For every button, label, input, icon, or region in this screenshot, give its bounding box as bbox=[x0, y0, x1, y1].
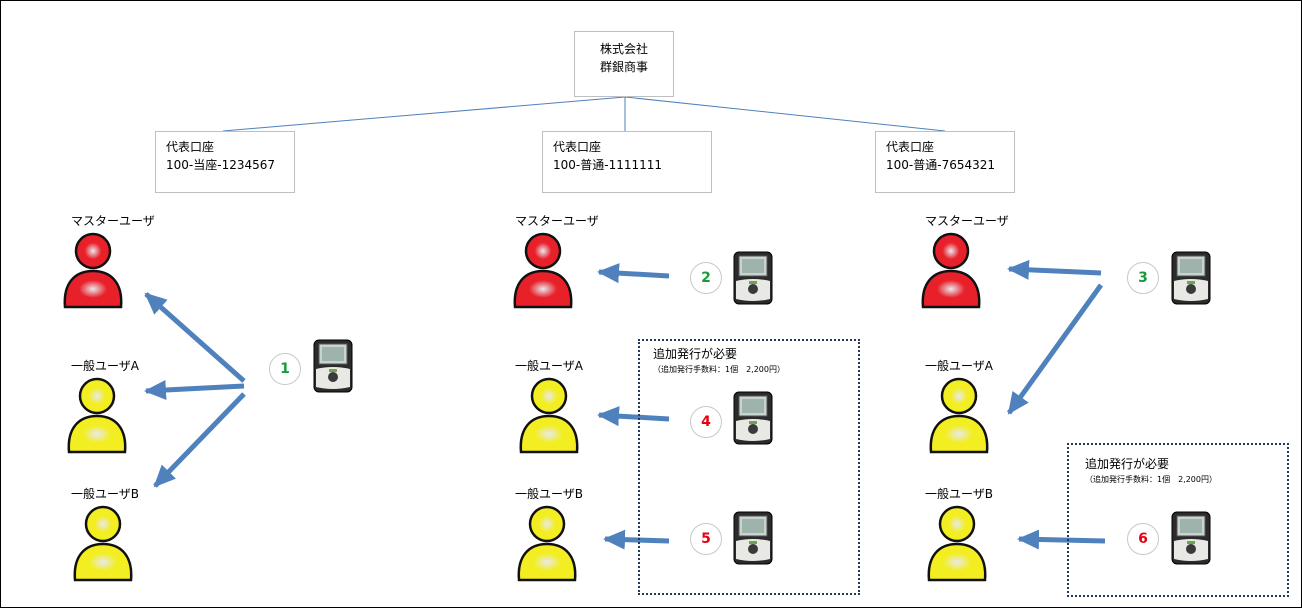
general-user-b-label: 一般ユーザB bbox=[925, 487, 993, 501]
general-user-b-icon bbox=[71, 504, 135, 582]
connector-line bbox=[624, 96, 946, 132]
token-number-badge: 3 bbox=[1127, 262, 1159, 294]
token-number-badge: 6 bbox=[1127, 523, 1159, 555]
company-name-line1: 株式会社 bbox=[599, 42, 648, 56]
additional-issue-box-1 bbox=[638, 339, 860, 595]
general-user-b-icon bbox=[515, 504, 579, 582]
master-user-label: マスターユーザ bbox=[71, 214, 155, 228]
account-number: 100-普通-7654321 bbox=[886, 158, 996, 172]
arrow-2-to-master bbox=[597, 263, 670, 284]
master-user-icon bbox=[61, 231, 125, 309]
hardware-token-icon bbox=[1171, 251, 1211, 305]
arrow-4-to-user-a bbox=[597, 406, 670, 427]
arrow-1-to-master bbox=[144, 292, 246, 383]
general-user-b-label: 一般ユーザB bbox=[71, 487, 139, 501]
general-user-a-label: 一般ユーザA bbox=[515, 359, 583, 373]
general-user-a-icon bbox=[65, 376, 129, 454]
hardware-token-icon bbox=[313, 339, 353, 393]
additional-issue-fee: （追加発行手数料：1個 2,200円） bbox=[1085, 475, 1217, 484]
company-box: 株式会社 群銀商事 bbox=[574, 31, 674, 97]
hardware-token-icon bbox=[1171, 511, 1211, 565]
general-user-b-icon bbox=[925, 504, 989, 582]
account-box-2: 代表口座 100-普通-1111111 bbox=[542, 131, 712, 193]
master-user-label: マスターユーザ bbox=[515, 214, 599, 228]
hardware-token-icon bbox=[733, 391, 773, 445]
arrow-6-to-user-b bbox=[1017, 529, 1106, 550]
master-user-icon bbox=[919, 231, 983, 309]
additional-issue-fee: （追加発行手数料：1個 2,200円） bbox=[653, 365, 785, 374]
account-box-1: 代表口座 100-当座-1234567 bbox=[155, 131, 295, 193]
general-user-b-label: 一般ユーザB bbox=[515, 487, 583, 501]
account-title: 代表口座 bbox=[886, 140, 935, 154]
company-name-line2: 群銀商事 bbox=[599, 60, 648, 74]
additional-issue-title: 追加発行が必要 bbox=[1085, 457, 1170, 471]
general-user-a-label: 一般ユーザA bbox=[71, 359, 139, 373]
arrow-1-to-user-a bbox=[144, 379, 245, 400]
hardware-token-icon bbox=[733, 251, 773, 305]
arrow-5-to-user-b bbox=[603, 529, 670, 550]
token-number-badge: 1 bbox=[269, 353, 301, 385]
token-number-badge: 2 bbox=[690, 262, 722, 294]
hardware-token-icon bbox=[733, 511, 773, 565]
general-user-a-icon bbox=[517, 376, 581, 454]
additional-issue-box-2 bbox=[1067, 443, 1289, 597]
master-user-icon bbox=[511, 231, 575, 309]
account-title: 代表口座 bbox=[166, 140, 215, 154]
general-user-a-icon bbox=[927, 376, 991, 454]
token-number-badge: 5 bbox=[690, 523, 722, 555]
token-number-badge: 4 bbox=[690, 406, 722, 438]
connector-line bbox=[222, 96, 626, 132]
account-box-3: 代表口座 100-普通-7654321 bbox=[875, 131, 1015, 193]
master-user-label: マスターユーザ bbox=[925, 214, 1009, 228]
account-number: 100-当座-1234567 bbox=[166, 158, 276, 172]
account-number: 100-普通-1111111 bbox=[553, 158, 663, 172]
additional-issue-title: 追加発行が必要 bbox=[653, 347, 738, 361]
arrow-1-to-user-b bbox=[153, 392, 246, 488]
general-user-a-label: 一般ユーザA bbox=[925, 359, 993, 373]
account-title: 代表口座 bbox=[553, 140, 602, 154]
arrow-3-to-user-a bbox=[1006, 283, 1104, 415]
arrow-3-to-master bbox=[1007, 259, 1102, 280]
